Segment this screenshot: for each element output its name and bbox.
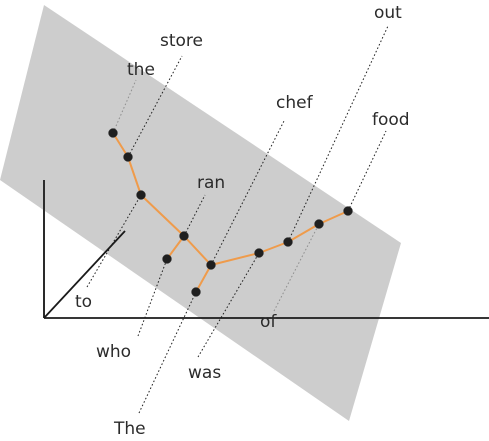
point-chef xyxy=(206,260,216,270)
depth-axis xyxy=(43,230,126,319)
point-food xyxy=(343,206,353,216)
label-to: to xyxy=(75,292,92,312)
point-who xyxy=(162,254,172,264)
point-ran xyxy=(179,231,189,241)
point-out xyxy=(283,237,293,247)
label-store: store xyxy=(160,31,203,51)
point-was xyxy=(254,248,264,258)
leader-of xyxy=(273,223,320,312)
label-ran: ran xyxy=(197,173,225,193)
projection-plane xyxy=(0,5,401,421)
leader-out xyxy=(287,25,389,243)
leader-store xyxy=(127,55,183,158)
label-food: food xyxy=(372,110,410,130)
leader-who xyxy=(137,258,168,337)
label-chef: chef xyxy=(276,93,314,113)
label-who: who xyxy=(96,342,131,362)
leader-chef xyxy=(210,120,285,266)
point-store xyxy=(123,152,133,162)
leader-was xyxy=(197,252,260,358)
leader-the-1 xyxy=(138,291,197,414)
label-was: was xyxy=(188,363,221,383)
label-of: of xyxy=(260,312,277,332)
leader-to xyxy=(86,194,142,288)
point-the-2 xyxy=(108,128,118,138)
label-out: out xyxy=(374,3,402,23)
point-to xyxy=(136,190,146,200)
point-of xyxy=(314,219,324,229)
label-the-1: The xyxy=(113,419,146,439)
leader-ran xyxy=(183,194,206,237)
tree-edge-ran-who xyxy=(166,235,185,260)
leader-food xyxy=(347,130,387,212)
label-the-2: the xyxy=(127,60,155,80)
point-the-1 xyxy=(191,287,201,297)
